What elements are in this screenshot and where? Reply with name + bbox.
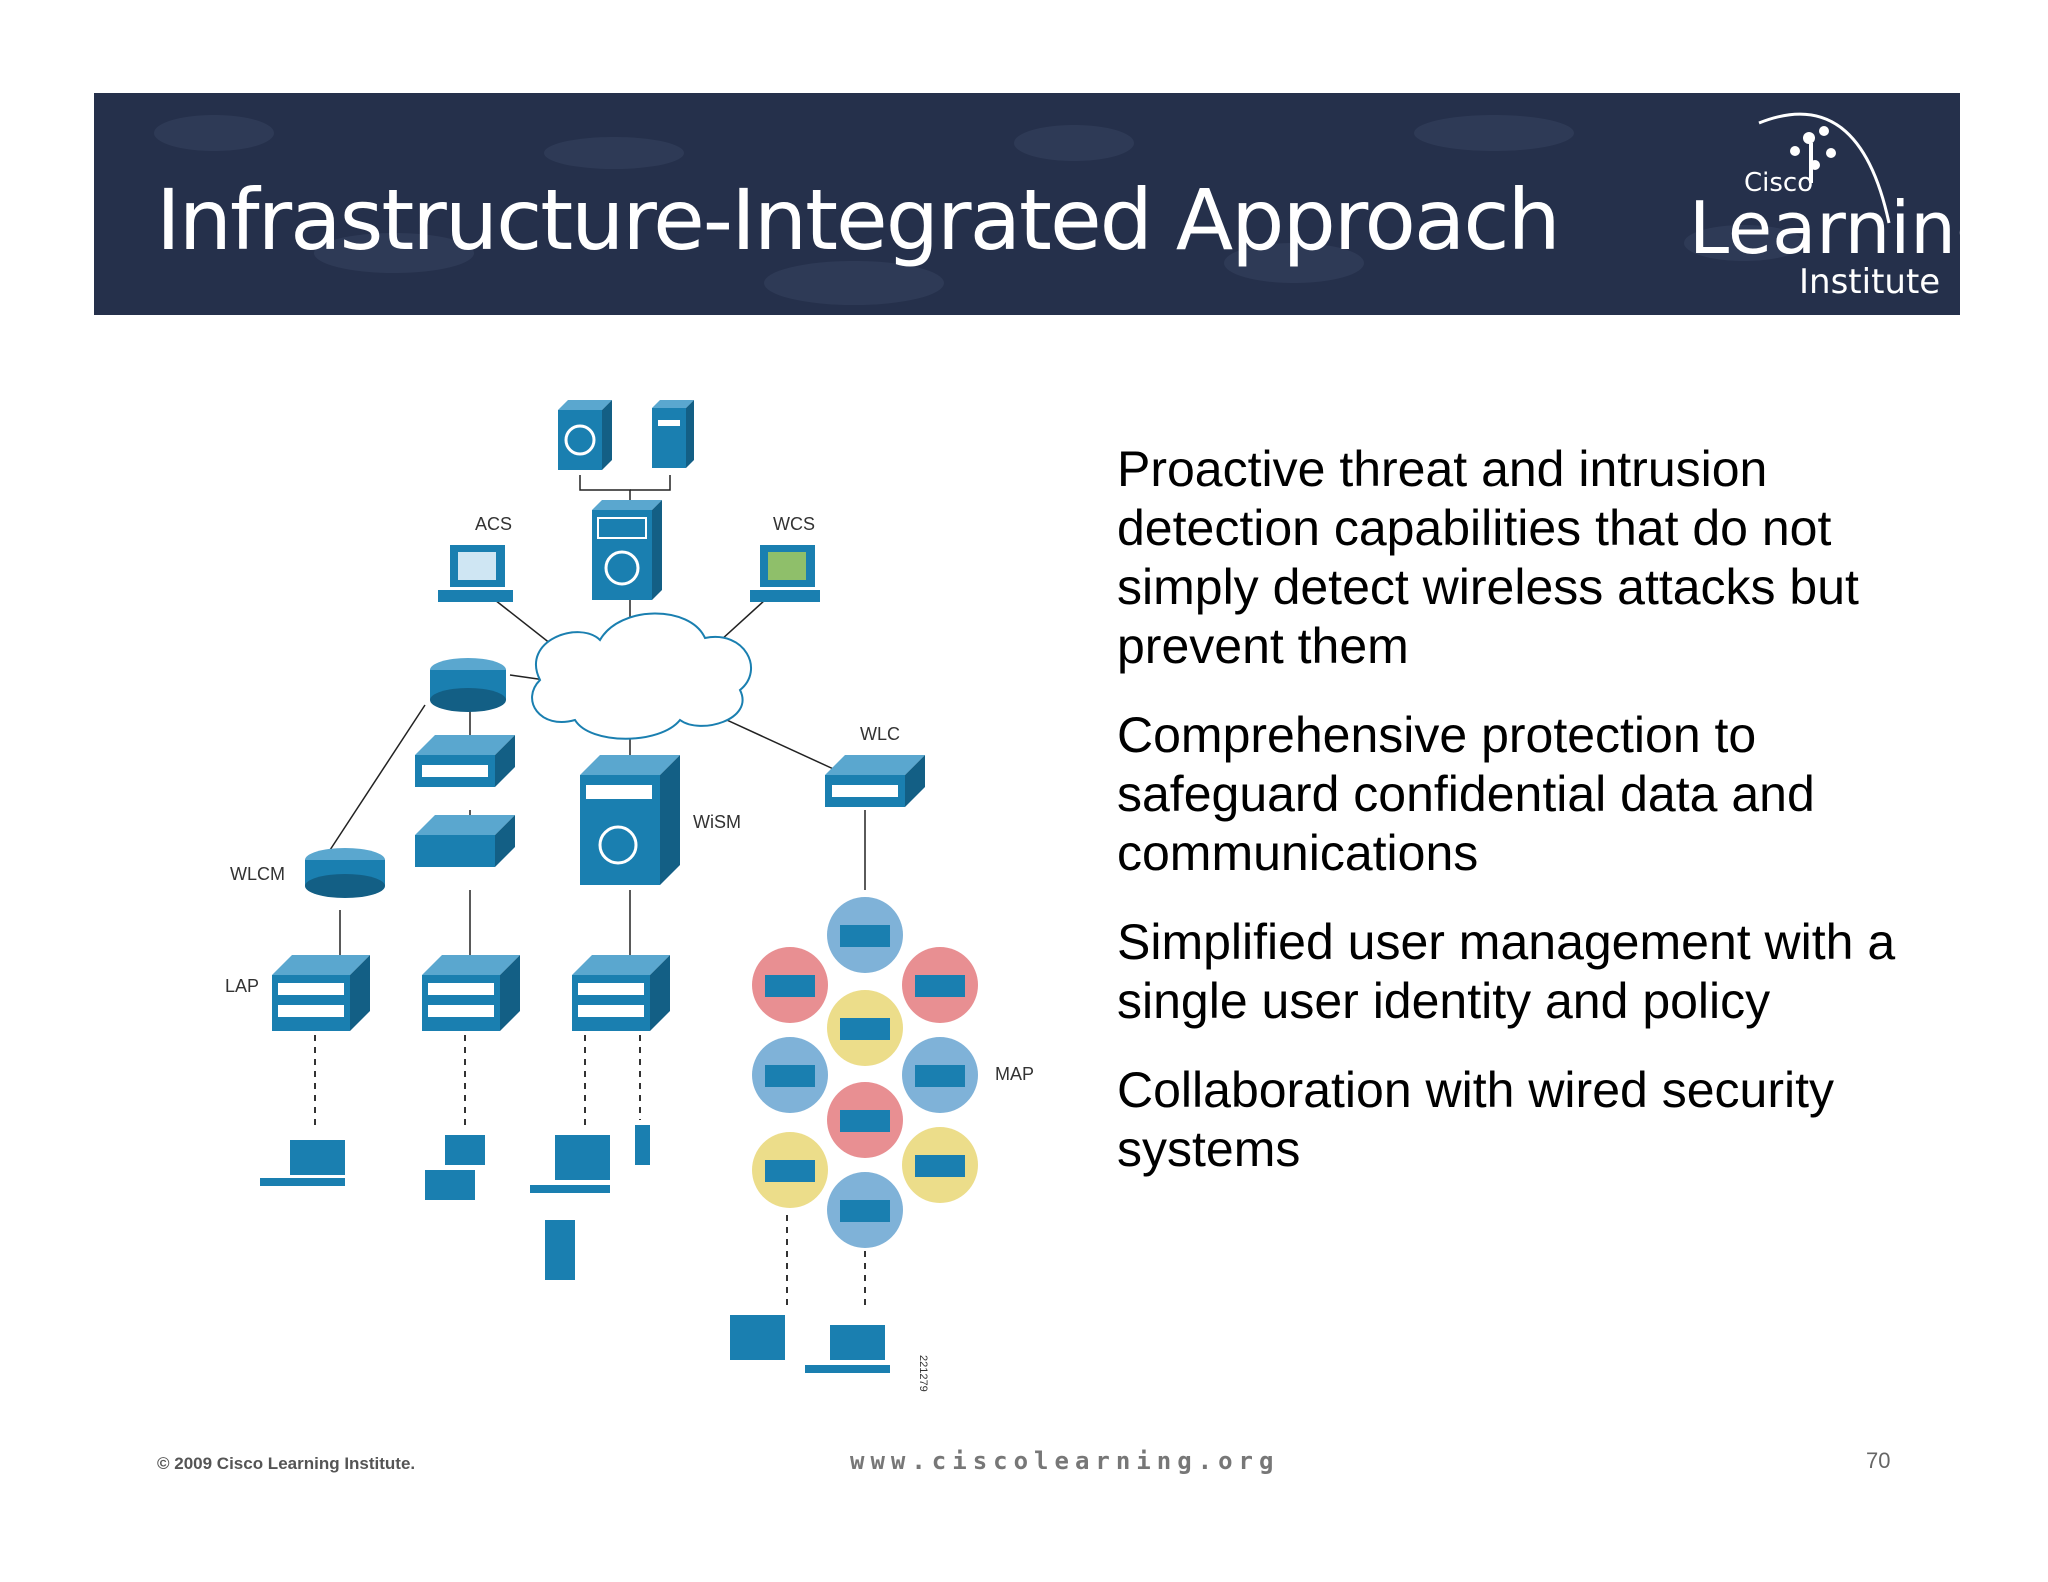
laptop-icon-1	[290, 1140, 345, 1175]
phone-icon	[545, 1220, 575, 1280]
router-icon	[430, 658, 506, 712]
wcs-workstation-icon	[750, 545, 820, 602]
layer3-switch-icon	[558, 400, 612, 470]
header-texture	[154, 115, 1804, 305]
lap-label: LAP	[225, 976, 259, 996]
footer-url[interactable]: www.ciscolearning.org	[850, 1447, 1280, 1475]
bullet-3: Simplified user management with a single…	[1117, 914, 1896, 1029]
wlc-label: WLC	[860, 724, 900, 744]
wlcm-label: WLCM	[230, 864, 285, 884]
laptop-icon-2	[830, 1325, 885, 1360]
network-cloud-icon	[531, 612, 752, 740]
bullet-2: Comprehensive protection to safeguard co…	[1117, 707, 1815, 881]
acs-label: ACS	[475, 514, 512, 534]
pda-icon	[445, 1135, 485, 1165]
cisco-learning-institute-logo: Cisco Learning Institute	[1689, 112, 1960, 302]
wlcm-router-icon	[305, 848, 385, 898]
wireless-network-diagram: ACS WCS WLCM	[225, 400, 1034, 1392]
access-switch-icon	[415, 735, 515, 787]
bullet-4: Collaboration with wired security system…	[1117, 1062, 1834, 1177]
tablet-icon	[730, 1315, 785, 1360]
bullet-1: Proactive threat and intrusion detection…	[1117, 441, 1859, 674]
core-switch-icon	[592, 500, 662, 600]
workgroup-switch-icon	[415, 815, 515, 867]
svg-text:Institute: Institute	[1799, 262, 1940, 302]
secure-laptop-icon	[555, 1135, 610, 1180]
slide-title: Infrastructure-Integrated Approach	[156, 171, 1561, 269]
page-number: 70	[1866, 1448, 1891, 1473]
svg-text:Learning: Learning	[1689, 186, 1960, 270]
lap-access-point-icon-3	[572, 955, 670, 1031]
client-devices	[260, 1125, 890, 1373]
lap-access-point-icon-1	[272, 955, 370, 1031]
wireless-links	[314, 1035, 866, 1305]
server-icon	[652, 400, 694, 468]
tree-icon	[1790, 126, 1836, 183]
wlc-controller-icon	[825, 755, 925, 807]
wcs-label: WCS	[773, 514, 815, 534]
slide-header: Infrastructure-Integrated Approach Cisco…	[94, 93, 1960, 315]
footer-copyright: © 2009 Cisco Learning Institute.	[157, 1454, 416, 1473]
bullet-list: Proactive threat and intrusion detection…	[1117, 440, 1937, 1209]
wism-label: WiSM	[693, 812, 741, 832]
handheld-icon	[635, 1125, 650, 1165]
acs-workstation-icon	[438, 545, 513, 602]
svg-text:Cisco: Cisco	[1744, 168, 1813, 198]
figure-id-label: 221279	[917, 1355, 929, 1392]
map-label: MAP	[995, 1064, 1034, 1084]
mesh-network	[752, 897, 978, 1248]
wism-switch-icon	[580, 755, 680, 885]
lap-access-point-icon-2	[422, 955, 520, 1031]
